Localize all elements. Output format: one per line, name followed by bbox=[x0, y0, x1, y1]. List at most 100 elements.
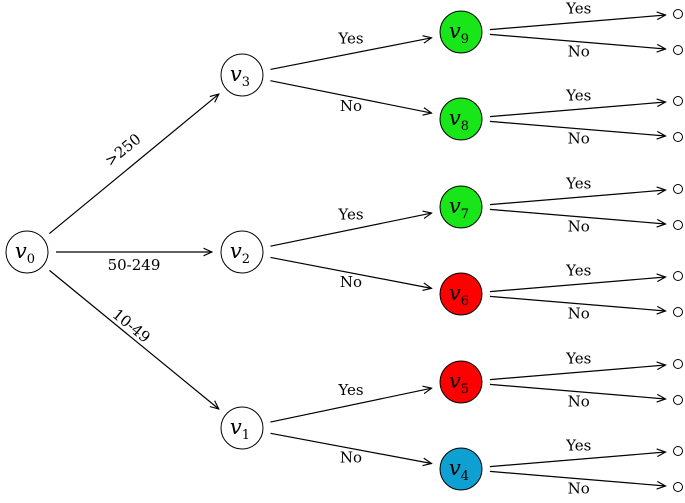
node-label: v2 bbox=[230, 239, 250, 267]
edge-arrow bbox=[270, 432, 432, 463]
node-circle bbox=[439, 97, 483, 141]
edge-label: Yes bbox=[337, 381, 363, 399]
node-label: v8 bbox=[449, 106, 469, 134]
leaf-edge-arrow bbox=[489, 33, 666, 49]
leaf-edge-label: Yes bbox=[565, 349, 591, 367]
leaf-edge-v7-yes: Yes bbox=[489, 174, 683, 206]
node-v6: v6 bbox=[439, 272, 483, 316]
leaf-node bbox=[673, 132, 683, 142]
node-label-name: v bbox=[449, 194, 461, 218]
node-label-subscript: 9 bbox=[461, 32, 469, 47]
node-v3: v3 bbox=[220, 53, 264, 97]
edge-arrow bbox=[270, 388, 431, 423]
leaf-edge-v9-yes: Yes bbox=[489, 0, 683, 31]
leaf-edge-label: No bbox=[568, 305, 590, 323]
edges-layer: >25050-24910-49YesNoYesNoYesNoYesNoYesNo… bbox=[49, 0, 683, 498]
node-label-subscript: 7 bbox=[461, 207, 469, 222]
node-label-subscript: 2 bbox=[242, 252, 250, 267]
edge-arrow bbox=[270, 80, 431, 113]
leaf-edge-v8-yes: Yes bbox=[489, 86, 683, 118]
edge-label: >250 bbox=[101, 130, 144, 170]
leaf-edge-arrow bbox=[489, 295, 666, 311]
node-label-name: v bbox=[449, 369, 461, 393]
leaf-edge-arrow bbox=[489, 365, 666, 381]
node-v7: v7 bbox=[439, 185, 483, 229]
edge-label: No bbox=[340, 97, 362, 115]
node-circle bbox=[439, 185, 483, 229]
node-label-subscript: 3 bbox=[242, 75, 250, 90]
node-label-name: v bbox=[230, 239, 242, 263]
leaf-edge-label: Yes bbox=[565, 261, 591, 279]
leaf-edge-v5-no: No bbox=[489, 383, 683, 411]
leaf-edge-v8-no: No bbox=[489, 120, 683, 148]
leaf-edge-v6-yes: Yes bbox=[489, 261, 683, 293]
node-label-name: v bbox=[15, 239, 27, 263]
edge-v0-v2: 50-249 bbox=[56, 252, 212, 274]
edge-label: No bbox=[340, 273, 362, 291]
leaf-node bbox=[673, 271, 683, 281]
edge-label: Yes bbox=[337, 30, 363, 48]
node-label: v5 bbox=[449, 369, 469, 397]
leaf-edge-label: No bbox=[568, 218, 590, 236]
leaf-edge-label: No bbox=[568, 130, 590, 148]
node-v2: v2 bbox=[220, 230, 264, 274]
leaf-node bbox=[673, 184, 683, 194]
leaf-edge-label: No bbox=[568, 43, 590, 61]
leaf-node bbox=[673, 307, 683, 317]
edge-arrow bbox=[270, 38, 431, 71]
leaf-edge-label: Yes bbox=[565, 436, 591, 454]
leaf-edge-arrow bbox=[489, 208, 666, 224]
leaf-edge-arrow bbox=[489, 383, 666, 399]
leaf-edge-v6-no: No bbox=[489, 295, 683, 323]
node-circle bbox=[220, 230, 264, 274]
leaf-edge-v9-no: No bbox=[489, 33, 683, 61]
leaf-node bbox=[673, 359, 683, 369]
node-label: v1 bbox=[230, 415, 250, 443]
node-label-name: v bbox=[230, 62, 242, 86]
leaf-edge-label: Yes bbox=[565, 174, 591, 192]
leaf-edge-v7-no: No bbox=[489, 208, 683, 236]
node-v8: v8 bbox=[439, 97, 483, 141]
node-circle bbox=[439, 360, 483, 404]
leaf-edge-arrow bbox=[489, 120, 666, 136]
leaf-node bbox=[673, 482, 683, 492]
leaf-edge-arrow bbox=[489, 470, 666, 486]
node-label-subscript: 8 bbox=[461, 119, 469, 134]
node-label-subscript: 5 bbox=[461, 382, 469, 397]
leaf-edge-arrow bbox=[489, 452, 666, 468]
leaf-node bbox=[673, 220, 683, 230]
node-v9: v9 bbox=[439, 10, 483, 54]
edge-v1-v5: Yes bbox=[270, 381, 431, 423]
edge-arrow bbox=[270, 213, 431, 247]
edge-label: Yes bbox=[337, 206, 363, 224]
node-label-name: v bbox=[449, 456, 461, 480]
leaf-edge-label: No bbox=[568, 393, 590, 411]
leaf-edge-label: No bbox=[568, 480, 590, 498]
node-circle bbox=[220, 53, 264, 97]
edge-v2-v7: Yes bbox=[270, 206, 431, 247]
node-label: v7 bbox=[449, 194, 469, 222]
edge-arrow bbox=[270, 256, 431, 288]
node-v0: v0 bbox=[5, 230, 49, 274]
node-circle bbox=[439, 10, 483, 54]
node-label-name: v bbox=[230, 415, 242, 439]
node-label-subscript: 1 bbox=[242, 428, 250, 443]
node-circle bbox=[220, 406, 264, 450]
node-label-name: v bbox=[449, 281, 461, 305]
node-v1: v1 bbox=[220, 406, 264, 450]
node-label-subscript: 4 bbox=[461, 469, 469, 484]
leaf-node bbox=[673, 9, 683, 19]
edge-arrow bbox=[49, 269, 218, 409]
leaf-edge-arrow bbox=[489, 190, 666, 206]
node-label-subscript: 6 bbox=[461, 294, 469, 309]
leaf-edge-arrow bbox=[489, 102, 666, 118]
edge-v3-v9: Yes bbox=[270, 30, 431, 71]
node-circle bbox=[439, 272, 483, 316]
node-label: v4 bbox=[449, 456, 469, 484]
edge-v0-v1: 10-49 bbox=[49, 269, 218, 409]
edge-arrow bbox=[49, 94, 218, 235]
leaf-edge-v4-yes: Yes bbox=[489, 436, 683, 468]
leaf-node bbox=[673, 395, 683, 405]
leaf-node bbox=[673, 446, 683, 456]
